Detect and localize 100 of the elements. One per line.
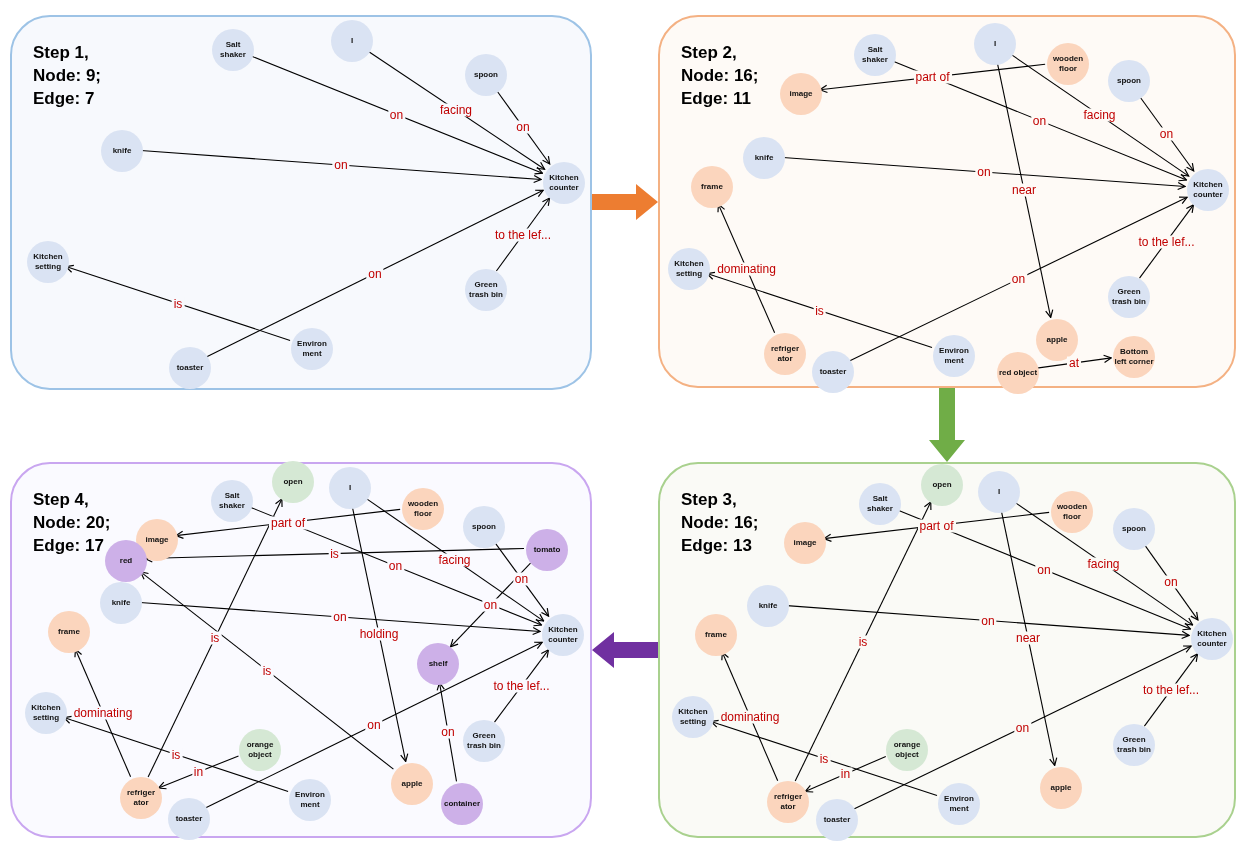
- edge-label: facing: [438, 103, 474, 117]
- edge-label: is: [171, 297, 185, 310]
- entity-node: knife: [101, 130, 143, 172]
- edge-label: is: [813, 304, 826, 317]
- entity-node: frame: [695, 614, 737, 656]
- entity-node: toaster: [169, 347, 211, 389]
- entity-node: toaster: [168, 798, 210, 840]
- arrow: [710, 719, 938, 797]
- entity-node: wooden floor: [1051, 491, 1093, 533]
- arrow: [706, 271, 933, 348]
- entity-node: spoon: [463, 506, 505, 548]
- edge-label: is: [328, 547, 341, 560]
- edge-label: to the lef...: [493, 228, 553, 241]
- entity-node: knife: [743, 137, 785, 179]
- edge-label: dominating: [715, 262, 778, 275]
- entity-node: orange object: [886, 729, 928, 771]
- edge-label: to the lef...: [1136, 235, 1197, 248]
- arrow: [140, 149, 542, 184]
- entity-node: Kitchen counter: [1191, 618, 1233, 660]
- edge-label: is: [169, 748, 183, 761]
- edge-label: is: [856, 635, 870, 648]
- entity-node: knife: [100, 582, 142, 624]
- arrow: [63, 715, 289, 792]
- block-arrow: [592, 184, 658, 220]
- edge-label: on: [1162, 575, 1180, 589]
- entity-node: Kitchen setting: [672, 696, 714, 738]
- panel-heading: Step 2, Node: 16; Edge: 11: [681, 42, 760, 110]
- entity-node: red object: [997, 352, 1039, 394]
- entity-node: spoon: [465, 54, 507, 96]
- entity-node: Kitchen setting: [25, 692, 67, 734]
- entity-node: Environ ment: [291, 328, 333, 370]
- entity-node: apple: [391, 763, 433, 805]
- entity-node: red: [105, 540, 147, 582]
- edge-label: on: [365, 718, 383, 732]
- arrow: [717, 203, 776, 334]
- entity-node: open: [921, 464, 963, 506]
- entity-node: Green trash bin: [1113, 724, 1155, 766]
- edge-label: is: [260, 664, 274, 677]
- entity-node: Green trash bin: [465, 269, 507, 311]
- edge-label: is: [817, 752, 831, 765]
- entity-node: wooden floor: [1047, 43, 1089, 85]
- entity-node: toaster: [812, 351, 854, 393]
- entity-node: container: [441, 783, 483, 825]
- step-panel: [10, 15, 592, 390]
- arrow: [436, 682, 458, 782]
- edge-label: to the lef...: [1141, 683, 1201, 697]
- edge-label: on: [514, 120, 532, 134]
- arrow: [786, 605, 1190, 640]
- arrow: [1000, 510, 1058, 766]
- entity-node: I: [331, 20, 373, 62]
- entity-node: tomato: [526, 529, 568, 571]
- panel-heading: Step 1, Node: 9; Edge: 7: [33, 42, 102, 110]
- block-arrow: [929, 388, 965, 462]
- step-panel: [10, 462, 592, 838]
- arrow: [853, 645, 1192, 810]
- edge-label: dominating: [718, 710, 782, 723]
- entity-node: I: [329, 467, 371, 509]
- arrow: [206, 189, 544, 358]
- entity-node: Kitchen setting: [27, 241, 69, 283]
- arrow: [157, 755, 240, 790]
- entity-node: Salt shaker: [854, 34, 896, 76]
- arrow: [794, 501, 932, 782]
- edge-label: on: [366, 267, 384, 280]
- entity-node: Salt shaker: [212, 29, 254, 71]
- entity-node: knife: [747, 585, 789, 627]
- arrow: [140, 571, 394, 770]
- edge-label: holding: [357, 627, 401, 641]
- entity-node: Bottom left corner: [1113, 336, 1155, 378]
- entity-node: Kitchen counter: [543, 162, 585, 204]
- arrow: [147, 498, 283, 778]
- entity-node: wooden floor: [402, 488, 444, 530]
- edge-label: facing: [1081, 108, 1118, 122]
- entity-node: refriger ator: [764, 333, 806, 375]
- entity-node: I: [974, 23, 1016, 65]
- edge-label: at: [1067, 356, 1081, 370]
- entity-node: Salt shaker: [211, 480, 253, 522]
- arrow: [996, 62, 1054, 318]
- edge-label: dominating: [71, 706, 135, 720]
- entity-node: toaster: [816, 799, 858, 841]
- edge-label: is: [208, 631, 222, 645]
- edge-label: near: [1010, 183, 1038, 197]
- entity-node: Kitchen counter: [542, 614, 584, 656]
- edge-label: facing: [436, 553, 473, 566]
- arrow: [351, 506, 409, 762]
- panel-heading: Step 3, Node: 16; Edge: 13: [681, 489, 760, 557]
- entity-node: image: [136, 519, 178, 561]
- arrow: [205, 641, 543, 809]
- arrow: [782, 156, 1186, 191]
- entity-node: Environ ment: [289, 779, 331, 821]
- entity-node: orange object: [239, 729, 281, 771]
- edge-label: part of: [913, 70, 952, 84]
- edge-label: on: [439, 725, 457, 739]
- edge-label: part of: [917, 519, 956, 532]
- entity-node: Green trash bin: [1108, 276, 1150, 318]
- entity-node: spoon: [1113, 508, 1155, 550]
- entity-node: open: [272, 461, 314, 503]
- entity-node: image: [780, 73, 822, 115]
- entity-node: spoon: [1108, 60, 1150, 102]
- entity-node: frame: [48, 611, 90, 653]
- entity-node: Salt shaker: [859, 483, 901, 525]
